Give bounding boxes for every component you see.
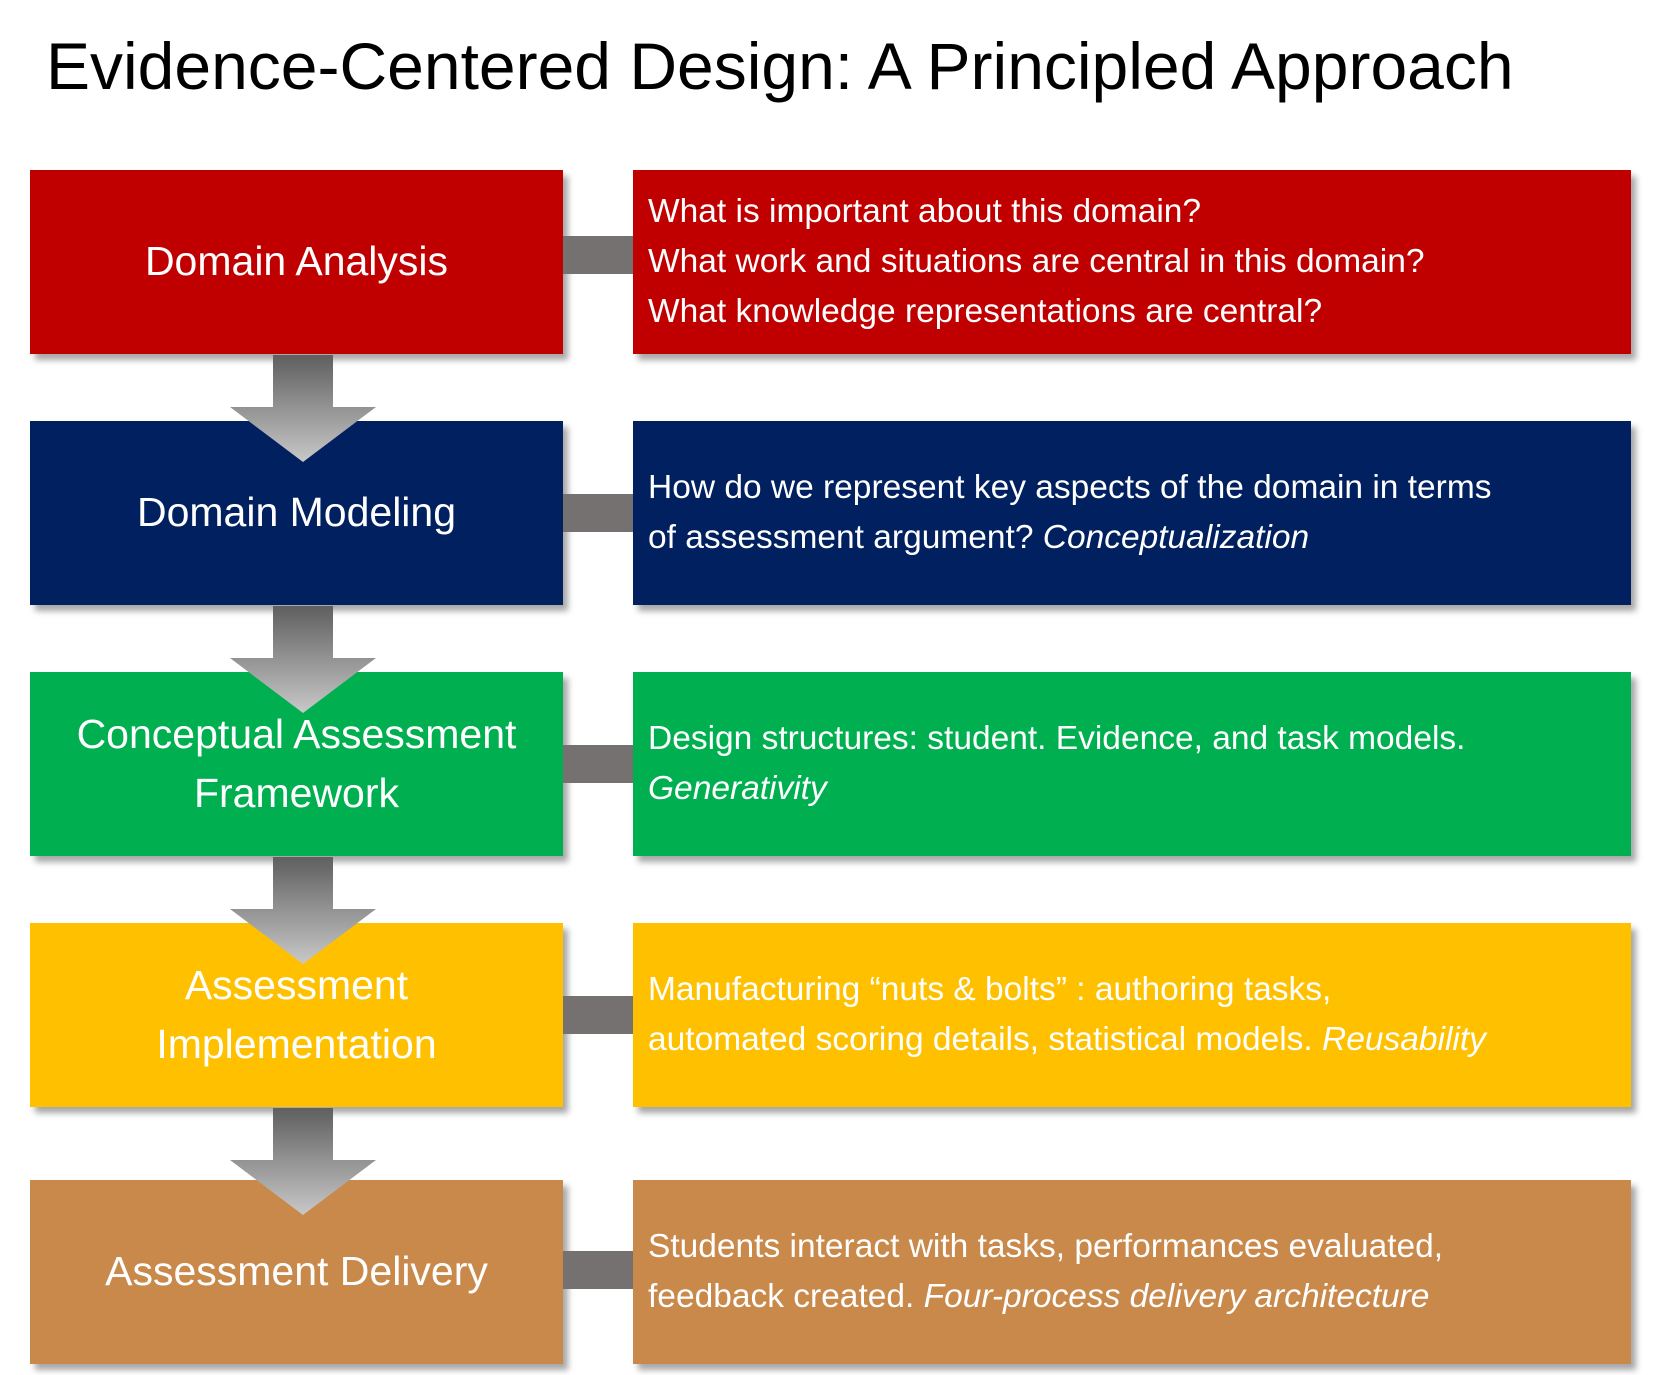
description-line: Students interact with tasks, performanc…	[648, 1228, 1444, 1265]
description-line: What work and situations are central in …	[648, 243, 1425, 280]
stage-domain-analysis: Domain Analysis	[30, 170, 563, 354]
connector-line	[563, 745, 633, 783]
connector-line	[563, 236, 633, 274]
description-line: How do we represent key aspects of the d…	[648, 469, 1492, 506]
description-line: Design structures: student. Evidence, an…	[648, 720, 1466, 757]
stage-label-line: Conceptual Assessment	[76, 710, 517, 757]
description-emphasis: Reusability	[1322, 1021, 1486, 1058]
description-line: What is important about this domain?	[648, 193, 1202, 230]
connector-line	[563, 996, 633, 1034]
stage-conceptual-assessment-framework: Conceptual Assessment Framework	[30, 672, 563, 856]
page-title: Evidence-Centered Design: A Principled A…	[46, 29, 1514, 103]
description-assessment-delivery: Students interact with tasks, performanc…	[633, 1180, 1631, 1364]
description-text: of assessment argument?	[648, 519, 1043, 556]
description-emphasis: Four-process delivery architecture	[923, 1278, 1430, 1315]
stage-label-line: Assessment	[184, 961, 409, 1008]
stage-label-line: Implementation	[156, 1021, 437, 1067]
down-arrow-icon	[230, 1108, 376, 1215]
stage-label: Domain Analysis	[144, 238, 449, 285]
description-text: feedback created.	[648, 1278, 924, 1315]
stage-label-line: Framework	[193, 770, 399, 816]
stage-label: Domain Modeling	[136, 489, 457, 536]
description-line: of assessment argument? Conceptualizatio…	[648, 513, 1617, 563]
description-line: What knowledge representations are centr…	[648, 293, 1323, 330]
description-conceptual-assessment-framework: Design structures: student. Evidence, an…	[633, 672, 1631, 856]
down-arrow-icon	[230, 355, 376, 462]
description-emphasis: Generativity	[648, 770, 827, 807]
description-domain-analysis: What is important about this domain? Wha…	[633, 170, 1631, 354]
stage-label: Assessment Delivery	[105, 1248, 488, 1295]
description-domain-modeling: How do we represent key aspects of the d…	[633, 421, 1631, 605]
description-assessment-implementation: Manufacturing “nuts & bolts” : authoring…	[633, 923, 1631, 1107]
down-arrow-icon	[230, 857, 376, 964]
description-line: Manufacturing “nuts & bolts” : authoring…	[648, 971, 1332, 1008]
stage-assessment-delivery: Assessment Delivery	[30, 1180, 563, 1364]
connector-line	[563, 494, 633, 532]
connector-line	[563, 1251, 633, 1289]
description-text: automated scoring details, statistical m…	[648, 1021, 1323, 1058]
description-emphasis: Conceptualization	[1042, 519, 1310, 556]
down-arrow-icon	[230, 606, 376, 713]
